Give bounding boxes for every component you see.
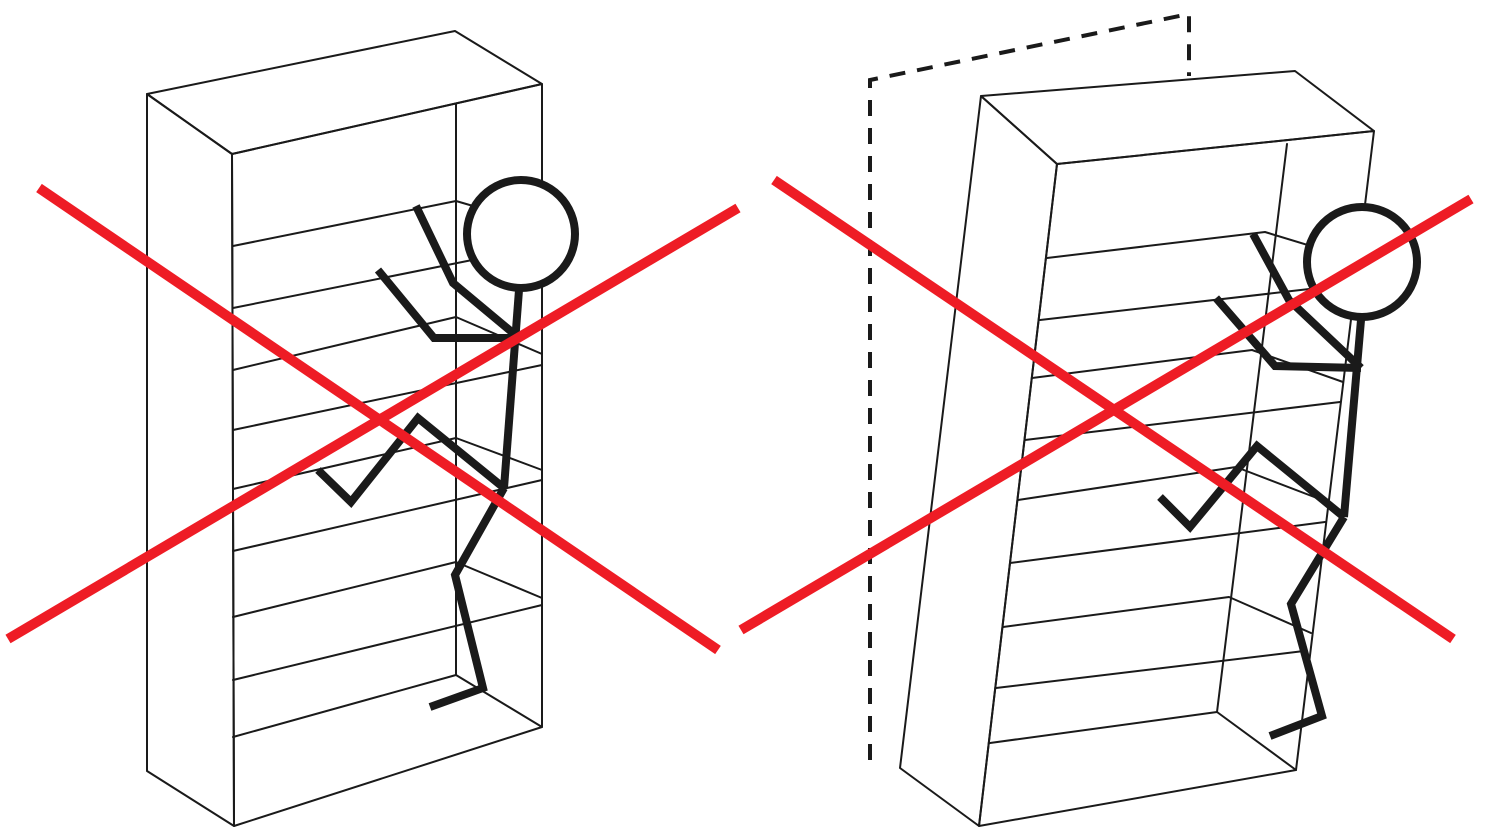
cross-stroke-ascending xyxy=(738,194,1474,635)
figure-arm-upper xyxy=(412,204,522,342)
figure-torso xyxy=(1340,319,1365,518)
figure-leg-straight xyxy=(1268,514,1348,740)
figure-arm-lower xyxy=(1212,295,1362,372)
bookshelf-side-panel xyxy=(146,93,235,827)
bookshelf-tipping xyxy=(899,70,1375,827)
shelf-front-edge xyxy=(232,479,543,552)
bookshelf-upright xyxy=(146,30,543,827)
left-panel xyxy=(5,30,741,827)
shelf xyxy=(1002,596,1312,634)
figure-torso xyxy=(500,289,523,489)
shelf-front-edge xyxy=(1009,521,1326,564)
bookshelf-top xyxy=(146,30,543,155)
bookshelf-top xyxy=(980,70,1375,165)
stick-figure-climbing xyxy=(1157,203,1421,740)
figure-arm-lower xyxy=(374,267,519,342)
bookshelf-shelves xyxy=(232,200,543,738)
figure-leg-bent xyxy=(315,412,507,508)
prohibited-cross-icon xyxy=(5,183,741,655)
shelf xyxy=(989,711,1297,771)
shelf-front-edge xyxy=(232,364,543,431)
figure-head xyxy=(463,176,579,292)
figure-leg-straight xyxy=(428,486,508,711)
shelf xyxy=(232,316,543,371)
upright-position-guide xyxy=(868,11,1191,760)
shelf xyxy=(232,437,543,490)
shelf-front-edge xyxy=(995,650,1305,689)
shelf-front-edge xyxy=(232,604,543,681)
cross-stroke-ascending xyxy=(5,203,741,644)
stick-figure-climbing xyxy=(315,176,579,711)
bookshelf-back-edge xyxy=(1216,143,1288,713)
prohibited-cross-icon xyxy=(738,175,1474,644)
shelf-front-edge xyxy=(1039,283,1354,321)
shelf xyxy=(232,674,543,738)
right-panel xyxy=(738,11,1474,827)
shelf xyxy=(232,561,543,618)
figure-arm-upper xyxy=(1249,232,1364,371)
shelf xyxy=(1031,349,1344,383)
